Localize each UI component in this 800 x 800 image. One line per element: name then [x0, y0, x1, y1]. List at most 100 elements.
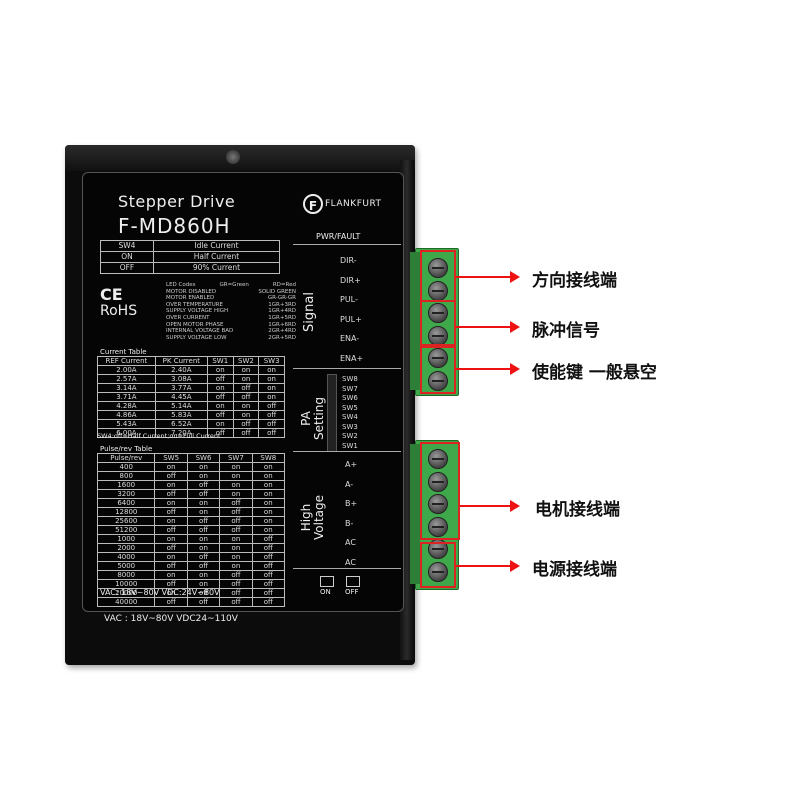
table-cell: on	[219, 480, 253, 490]
terminal-screw-icon[interactable]	[428, 494, 448, 514]
pa-setting-label: PA Setting	[299, 397, 326, 440]
table-header-cell: Pulse/rev	[96, 453, 156, 463]
table-cell: off	[258, 428, 285, 438]
table-cell: on	[258, 383, 285, 393]
table-cell: off	[251, 579, 286, 589]
led-condition: MOTOR ENABLED	[166, 295, 215, 302]
table-cell: on	[258, 374, 285, 384]
table-cell: on	[154, 552, 188, 562]
dip-switch-bank[interactable]	[327, 374, 337, 452]
table-cell: off	[232, 428, 260, 438]
table-cell: on	[251, 471, 286, 481]
table-cell: 8000	[96, 570, 156, 580]
sw4-cell: SW4	[100, 240, 154, 252]
power-arrow-head-icon	[510, 560, 520, 572]
table-cell: 1600	[96, 480, 156, 490]
terminal-screw-icon[interactable]	[428, 449, 448, 469]
table-cell: off	[251, 561, 286, 571]
table-cell: on	[232, 365, 260, 375]
table-cell: 3200	[96, 489, 156, 499]
table-cell: on	[251, 462, 286, 472]
terminal-screw-icon[interactable]	[428, 561, 448, 582]
table-cell: on	[206, 401, 234, 411]
dip-switch-label: SW2	[342, 432, 358, 440]
led-condition: OPEN MOTOR PHASE	[166, 321, 224, 328]
signal-terminal-base	[410, 252, 420, 390]
dip-switch-label: SW5	[342, 403, 358, 412]
brand-logo-letter: F	[308, 199, 318, 213]
device-title: Stepper Drive	[118, 192, 236, 211]
table-cell: off	[154, 543, 188, 553]
table-cell: 5.83A	[154, 410, 208, 420]
dip-switch-label: SW6	[342, 394, 358, 402]
terminal-screw-icon[interactable]	[428, 258, 448, 278]
terminal-screw-icon[interactable]	[428, 471, 448, 492]
device-model: F-MD860H	[118, 214, 231, 238]
terminal-screw-icon[interactable]	[428, 303, 448, 323]
table-cell: off	[258, 410, 285, 420]
power-callout: 电源接线端	[532, 560, 617, 580]
table-cell: 4.45A	[154, 392, 208, 402]
table-cell: 5.43A	[97, 419, 156, 429]
led-pattern: 1GR+5RD	[268, 314, 296, 321]
table-cell: on	[219, 543, 253, 553]
table-header-cell: SW6	[186, 453, 221, 463]
panel-divider	[293, 451, 401, 452]
table-cell: 3.77A	[154, 383, 208, 393]
table-cell: off	[154, 507, 188, 517]
table-cell: 400	[96, 462, 156, 472]
power-pin-label: B-	[345, 518, 354, 528]
dip-switch-label: SW7	[342, 384, 358, 393]
pa-label-line2: Setting	[312, 397, 326, 440]
pulse-table-title: Pulse/rev Table	[100, 445, 153, 453]
table-header-cell: SW3	[258, 356, 285, 366]
table-cell: 12800	[96, 507, 156, 517]
sw4-cell: ON	[100, 251, 154, 263]
power-pin-label: B+	[345, 499, 358, 508]
terminal-screw-icon[interactable]	[428, 348, 448, 368]
table-cell: on	[154, 498, 188, 508]
table-header-cell: SW7	[219, 453, 253, 463]
dip-switch-label: SW4	[342, 413, 358, 421]
table-cell: off	[219, 525, 253, 535]
pwr-fault-label: PWR/FAULT	[316, 232, 361, 241]
ce-mark: CE	[100, 285, 123, 304]
table-cell: off	[154, 489, 188, 499]
terminal-screw-icon[interactable]	[428, 370, 448, 391]
table-cell: off	[258, 419, 285, 429]
table-cell: 4000	[96, 552, 156, 562]
terminal-screw-icon[interactable]	[428, 516, 448, 537]
table-cell: on	[186, 507, 221, 517]
table-cell: off	[251, 534, 286, 544]
hv-label-line2: Voltage	[312, 494, 326, 540]
enable-arrow-line	[456, 368, 512, 370]
terminal-screw-icon[interactable]	[428, 539, 448, 559]
table-cell: on	[154, 480, 188, 490]
led-pattern: SOLID GREEN	[258, 288, 296, 295]
sw4-cell: Idle Current	[152, 240, 281, 252]
led-condition: SUPPLY VOLTAGE HIGH	[166, 308, 229, 315]
table-cell: off	[186, 597, 221, 607]
table-cell: on	[186, 498, 221, 508]
table-cell: off	[206, 392, 234, 402]
table-cell: on	[219, 534, 253, 544]
signal-pin-label: PUL-	[340, 295, 358, 304]
table-cell: off	[206, 410, 234, 420]
table-cell: on	[206, 419, 234, 429]
table-cell: 4.86A	[97, 410, 156, 420]
table-cell: 51200	[96, 525, 156, 535]
led-pattern: 1GR+6RD	[268, 321, 296, 328]
table-cell: on	[251, 489, 286, 499]
enable-arrow-head-icon	[510, 363, 520, 375]
